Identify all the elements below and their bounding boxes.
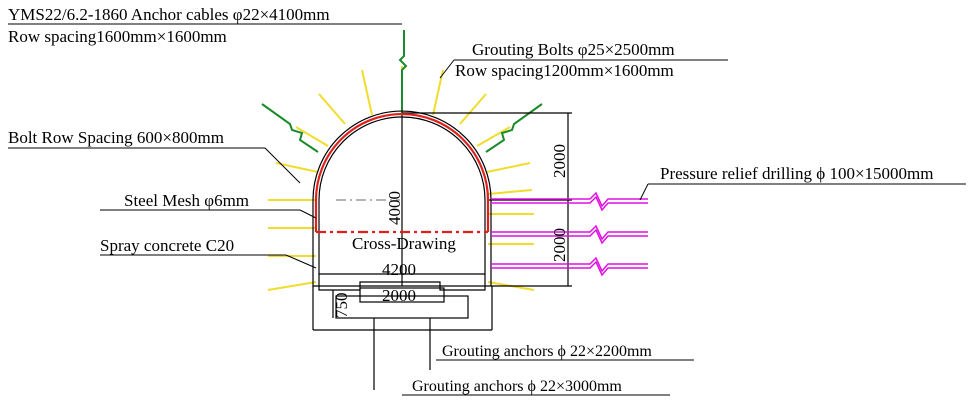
bolt	[267, 281, 317, 291]
steel-mesh-label: Steel Mesh φ6mm	[124, 191, 249, 210]
outer-profile	[312, 110, 492, 287]
grouting-bolts-label: Grouting Bolts φ25×2500mm	[472, 40, 675, 59]
cross-drawing-label: Cross-Drawing	[352, 234, 456, 253]
bolt	[275, 162, 319, 173]
relief-drill	[491, 191, 648, 208]
inner-profile	[318, 116, 486, 275]
dim-2000-bottom: 2000	[550, 228, 569, 262]
leader	[299, 209, 317, 219]
relief-drill	[491, 224, 648, 241]
bolt	[318, 93, 346, 125]
bolt-row-spacing-label: Bolt Row Spacing 600×800mm	[8, 128, 224, 147]
tunnel-outline	[312, 110, 572, 390]
grouting-anchors-2200-label: Grouting anchors ϕ 22×2200mm	[442, 343, 652, 360]
trench-inner	[359, 287, 445, 303]
anchor-row-spacing-label: Row spacing1600mm×1600mm	[8, 27, 227, 46]
leader	[439, 59, 455, 79]
bolt	[432, 69, 444, 116]
anchor-cables	[261, 30, 543, 153]
grouting-anchors-3000-label: Grouting anchors ϕ 22×3000mm	[412, 378, 622, 395]
dim-4200: 4200	[382, 260, 416, 279]
bolt	[486, 162, 531, 173]
leader	[639, 183, 649, 201]
bolt	[295, 126, 329, 147]
dim-4000: 4000	[385, 191, 404, 225]
dim-2000-trench: 2000	[382, 286, 416, 305]
anchor-cable	[398, 30, 408, 113]
anchor-cable	[485, 103, 543, 153]
anchor-cables-label: YMS22/6.2-1860 Anchor cables φ22×4100mm	[8, 5, 330, 24]
dim-750: 750	[332, 293, 351, 319]
relief-drill	[491, 195, 648, 212]
grouting-row-spacing-label: Row spacing1200mm×1600mm	[455, 61, 674, 80]
red-lining	[314, 112, 490, 232]
bolt	[476, 126, 511, 147]
floor-base	[318, 274, 486, 291]
leader-lines	[8, 23, 966, 396]
spray-concrete-label: Spray concrete C20	[100, 236, 234, 255]
leader	[264, 147, 301, 184]
trench	[335, 295, 469, 319]
dim-2000-top: 2000	[550, 144, 569, 178]
leader	[285, 254, 317, 269]
bolt	[361, 69, 373, 116]
pressure-relief-drills	[491, 191, 648, 277]
bolt	[459, 93, 487, 125]
relief-drill	[491, 256, 648, 273]
relief-drill	[491, 228, 648, 245]
bolt	[487, 189, 533, 195]
pressure-relief-label: Pressure relief drilling ϕ 100×15000mm	[660, 164, 934, 183]
anchor-cable	[261, 103, 319, 153]
relief-drill	[491, 260, 648, 277]
